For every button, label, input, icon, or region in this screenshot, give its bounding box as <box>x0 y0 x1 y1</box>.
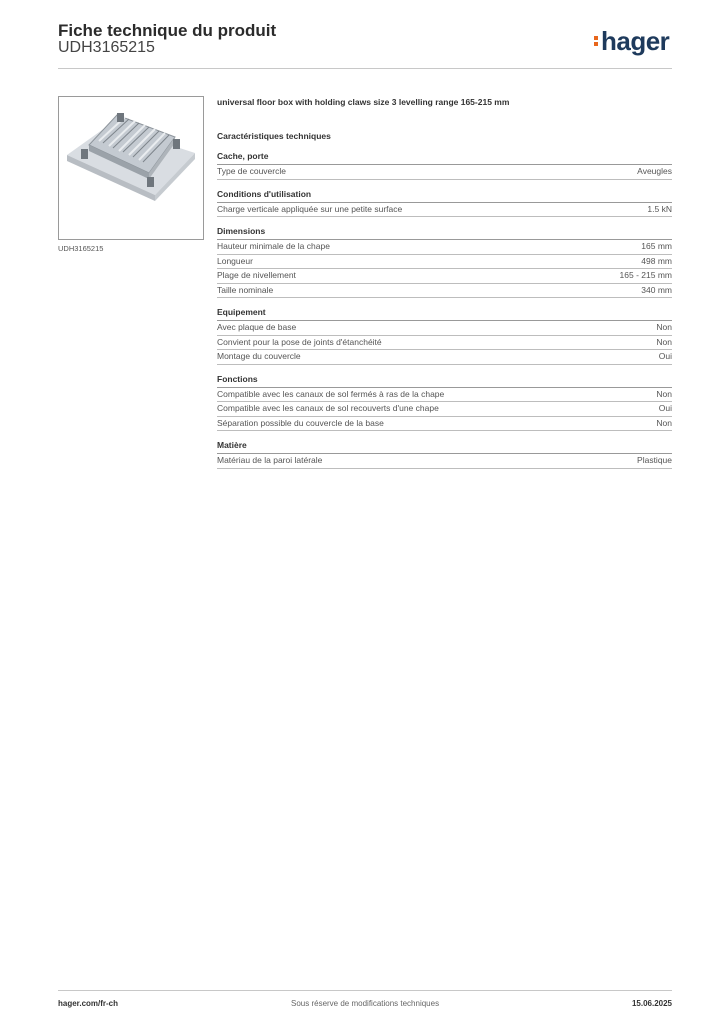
hager-logo: hager <box>594 26 670 57</box>
product-reference: UDH3165215 <box>58 39 155 56</box>
image-caption: UDH3165215 <box>58 244 104 253</box>
spec-row: Avec plaque de base Non <box>217 321 672 336</box>
spec-row: Convient pour la pose de joints d'étanch… <box>217 336 672 350</box>
spec-group-title: Fonctions <box>217 373 672 388</box>
spec-value: 165 mm <box>641 241 672 251</box>
spec-label: Montage du couvercle <box>217 351 301 361</box>
spec-group-title: Matière <box>217 439 672 454</box>
page-title: Fiche technique du produit <box>58 21 277 40</box>
spec-value: Oui <box>658 403 672 413</box>
spec-value: Non <box>656 417 672 428</box>
spec-label: Séparation possible du couvercle de la b… <box>217 417 384 428</box>
spec-value: Aveugles <box>637 166 672 176</box>
product-description: universal floor box with holding claws s… <box>217 97 510 107</box>
spec-row: Charge verticale appliquée sur une petit… <box>217 203 672 217</box>
footer-website-link[interactable]: hager.com/fr-ch <box>58 999 119 1008</box>
spec-row: Montage du couvercle Oui <box>217 350 672 365</box>
spec-value: 498 mm <box>641 255 672 266</box>
spec-label: Matériau de la paroi latérale <box>217 455 323 465</box>
logo-dots-icon <box>594 34 599 48</box>
spec-value: 1.5 kN <box>647 203 672 214</box>
spec-group-title: Equipement <box>217 306 672 321</box>
spec-label: Hauteur minimale de la chape <box>217 241 330 251</box>
spec-row: Plage de nivellement 165 - 215 mm <box>217 269 672 284</box>
spec-value: Plastique <box>637 455 672 465</box>
spec-label: Avec plaque de base <box>217 322 297 332</box>
spec-row: Longueur 498 mm <box>217 255 672 269</box>
spec-group-dimensions: Dimensions Hauteur minimale de la chape 1… <box>217 225 672 298</box>
spec-group-title: Cache, porte <box>217 150 672 165</box>
header-divider <box>58 68 672 69</box>
spec-row: Séparation possible du couvercle de la b… <box>217 417 672 431</box>
product-image <box>58 96 204 240</box>
spec-row: Matériau de la paroi latérale Plastique <box>217 454 672 469</box>
footer-notice: Sous réserve de modifications techniques <box>291 999 440 1008</box>
spec-value: Oui <box>658 351 672 361</box>
spec-label: Plage de nivellement <box>217 270 296 280</box>
spec-row: Hauteur minimale de la chape 165 mm <box>217 240 672 255</box>
floor-box-illustration <box>67 113 195 201</box>
footer-divider <box>58 990 672 991</box>
spec-row: Taille nominale 340 mm <box>217 284 672 298</box>
spec-group-fonctions: Fonctions Compatible avec les canaux de … <box>217 373 672 431</box>
spec-value: Non <box>656 322 672 332</box>
logo-text: hager <box>601 26 670 56</box>
footer-date: 15.06.2025 <box>631 999 672 1008</box>
spec-label: Convient pour la pose de joints d'étanch… <box>217 336 382 347</box>
spec-label: Compatible avec les canaux de sol recouv… <box>217 403 439 413</box>
spec-label: Longueur <box>217 255 253 266</box>
spec-value: Non <box>656 336 672 347</box>
spec-value: Non <box>656 388 672 399</box>
spec-label: Type de couvercle <box>217 166 286 176</box>
spec-row: Compatible avec les canaux de sol recouv… <box>217 402 672 417</box>
spec-value: 165 - 215 mm <box>619 270 672 280</box>
spec-group-conditions: Conditions d'utilisation Charge vertical… <box>217 188 672 217</box>
spec-group-cache-porte: Cache, porte Type de couvercle Aveugles <box>217 150 672 180</box>
spec-label: Taille nominale <box>217 284 274 295</box>
spec-label: Compatible avec les canaux de sol fermés… <box>217 388 445 399</box>
spec-group-matiere: Matière Matériau de la paroi latérale Pla… <box>217 439 672 469</box>
specs-heading: Caractéristiques techniques <box>217 131 331 141</box>
specs-table: Cache, porte Type de couvercle Aveugles C… <box>217 150 672 477</box>
spec-row: Type de couvercle Aveugles <box>217 165 672 180</box>
spec-value: 340 mm <box>641 284 672 295</box>
spec-label: Charge verticale appliquée sur une petit… <box>217 203 403 214</box>
spec-row: Compatible avec les canaux de sol fermés… <box>217 388 672 402</box>
spec-group-title: Dimensions <box>217 225 672 240</box>
spec-group-title: Conditions d'utilisation <box>217 188 672 203</box>
